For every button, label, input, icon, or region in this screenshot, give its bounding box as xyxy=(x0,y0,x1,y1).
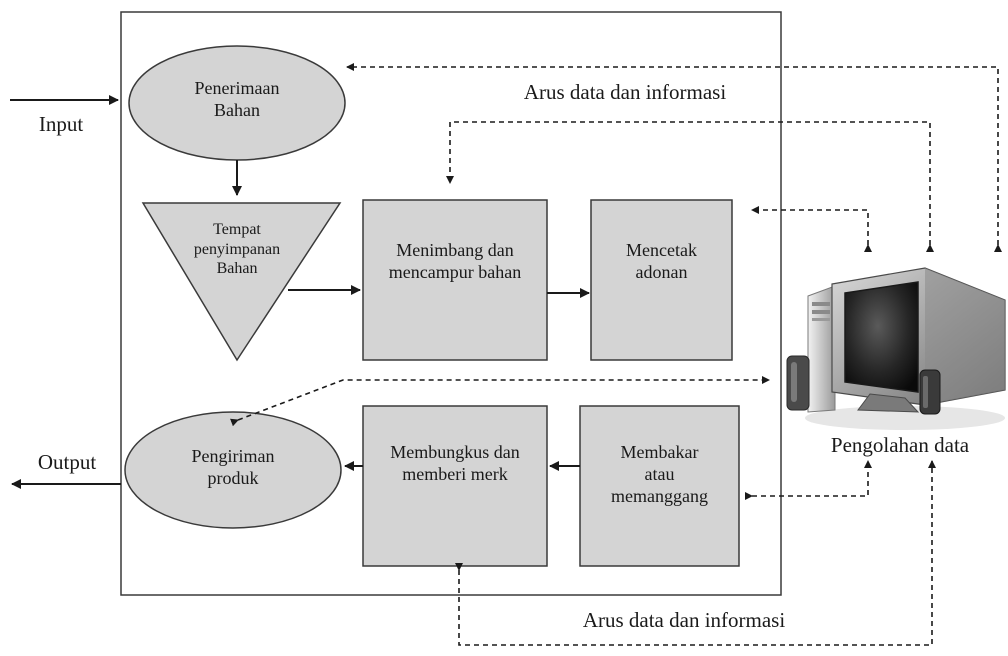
baking-label-line1: Membakar xyxy=(620,442,699,462)
molding-label-line2: adonan xyxy=(635,261,688,282)
flow-molding xyxy=(751,206,872,252)
packing-label: Membungkus dan memberi merk xyxy=(363,442,547,486)
packing-label-line2: memberi merk xyxy=(402,463,508,484)
information-flows xyxy=(230,63,1002,646)
flow-top-inner xyxy=(446,121,934,252)
storage-label-line3: Bahan xyxy=(216,260,258,278)
flow-label-top: Arus data dan informasi xyxy=(523,80,727,104)
receiving-label: Penerimaan Bahan xyxy=(167,78,307,122)
baking-label-line2: atau xyxy=(644,463,675,484)
flow-top-outer xyxy=(346,63,1002,252)
computer-icon xyxy=(786,267,1006,430)
flow-middle xyxy=(230,376,770,427)
shipping-label-line1: Pengiriman xyxy=(191,446,275,466)
weighing-label-line2: mencampur bahan xyxy=(388,261,522,282)
shipping-label: Pengiriman produk xyxy=(163,446,303,490)
weighing-label: Menimbang dan mencampur bahan xyxy=(363,240,547,284)
baking-label: Membakar atau memanggang xyxy=(580,442,739,508)
flow-baking xyxy=(745,460,872,500)
shipping-label-line2: produk xyxy=(207,467,259,488)
input-label: Input xyxy=(38,112,84,136)
molding-label: Mencetak adonan xyxy=(591,240,732,284)
flow-bottom xyxy=(455,460,936,646)
baking-label-line3: memanggang xyxy=(611,485,708,506)
receiving-label-line1: Penerimaan xyxy=(194,78,280,98)
output-label: Output xyxy=(37,450,97,474)
weighing-label-line1: Menimbang dan xyxy=(396,240,514,260)
molding-label-line1: Mencetak xyxy=(626,240,697,260)
storage-label-line2: penyimpanan xyxy=(193,240,281,258)
storage-label-line1: Tempat xyxy=(213,221,261,238)
receiving-label-line2: Bahan xyxy=(214,99,260,120)
storage-node xyxy=(141,202,342,362)
flow-label-bottom: Arus data dan informasi xyxy=(582,608,786,632)
storage-label: Tempat penyimpanan Bahan xyxy=(177,220,297,279)
packing-label-line1: Membungkus dan xyxy=(390,442,520,462)
packing-node xyxy=(362,405,548,567)
computer-label: Pengolahan data xyxy=(830,433,970,457)
main-frame xyxy=(120,11,782,596)
